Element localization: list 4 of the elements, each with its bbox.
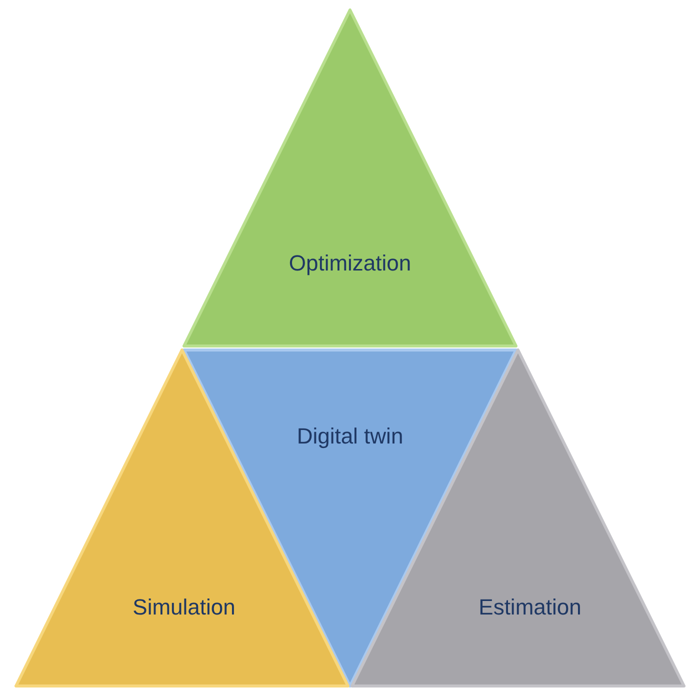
node-label: Estimation bbox=[478, 594, 582, 622]
node-label: Optimization bbox=[288, 250, 412, 278]
node-label: Digital twin bbox=[296, 422, 404, 450]
node-label: Simulation bbox=[132, 594, 236, 622]
